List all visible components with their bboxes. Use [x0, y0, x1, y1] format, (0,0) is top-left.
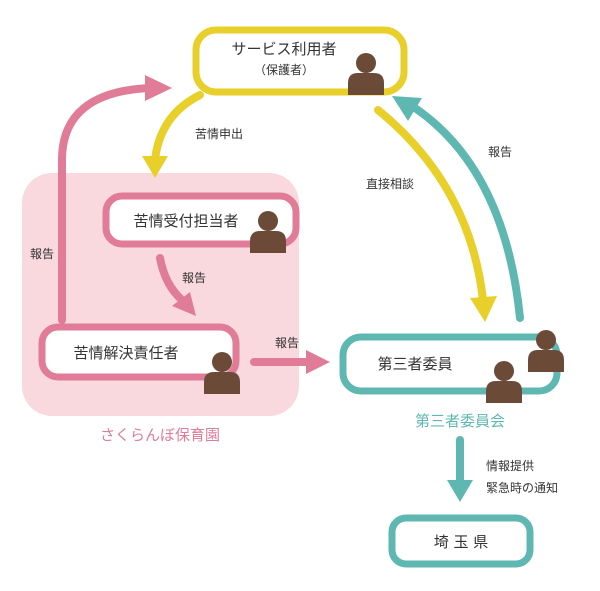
- node-complaint-intake: 苦情受付担当者: [102, 192, 300, 253]
- edge-label-report-intake: 報告: [182, 271, 206, 285]
- edge-label-report-resolver-user: 報告: [30, 247, 54, 261]
- arrow-report-resolver-to-committee: [250, 350, 330, 374]
- node-service-user: サービス利用者 （保護者）: [192, 26, 408, 96]
- node-service-user-label: サービス利用者: [231, 40, 336, 58]
- committee-group-label: 第三者委員会: [415, 412, 505, 430]
- node-third-party-committee: 第三者委員: [339, 330, 564, 403]
- arrow-info-to-prefecture: [447, 436, 473, 502]
- edge-label-direct: 直接相談: [366, 176, 414, 191]
- edge-label-info: 情報提供: [486, 458, 534, 473]
- arrow-report-to-user: [58, 75, 172, 324]
- edge-label-report-user: 報告: [488, 145, 512, 159]
- node-complaint-resolver-label: 苦情解決責任者: [73, 344, 178, 362]
- nursery-group-label: さくらんぼ保育園: [100, 426, 220, 444]
- node-saitama-prefecture: 埼 玉 県: [388, 514, 534, 568]
- arrow-complaint: [142, 91, 204, 178]
- edge-label-emergency: 緊急時の通知: [486, 480, 558, 495]
- edge-label-report-committee: 報告: [275, 336, 299, 350]
- edge-label-complaint: 苦情申出: [195, 127, 243, 141]
- arrow-direct-consultation: [374, 106, 497, 322]
- node-complaint-resolver: 苦情解決責任者: [38, 323, 240, 394]
- arrow-report-intake-to-resolver: [156, 254, 196, 316]
- node-service-user-sub: （保護者）: [254, 62, 314, 77]
- node-prefecture-label: 埼 玉 県: [434, 533, 489, 551]
- arrow-report-committee-to-user: [392, 96, 524, 322]
- node-complaint-intake-label: 苦情受付担当者: [133, 212, 238, 230]
- node-committee-label: 第三者委員: [377, 355, 452, 373]
